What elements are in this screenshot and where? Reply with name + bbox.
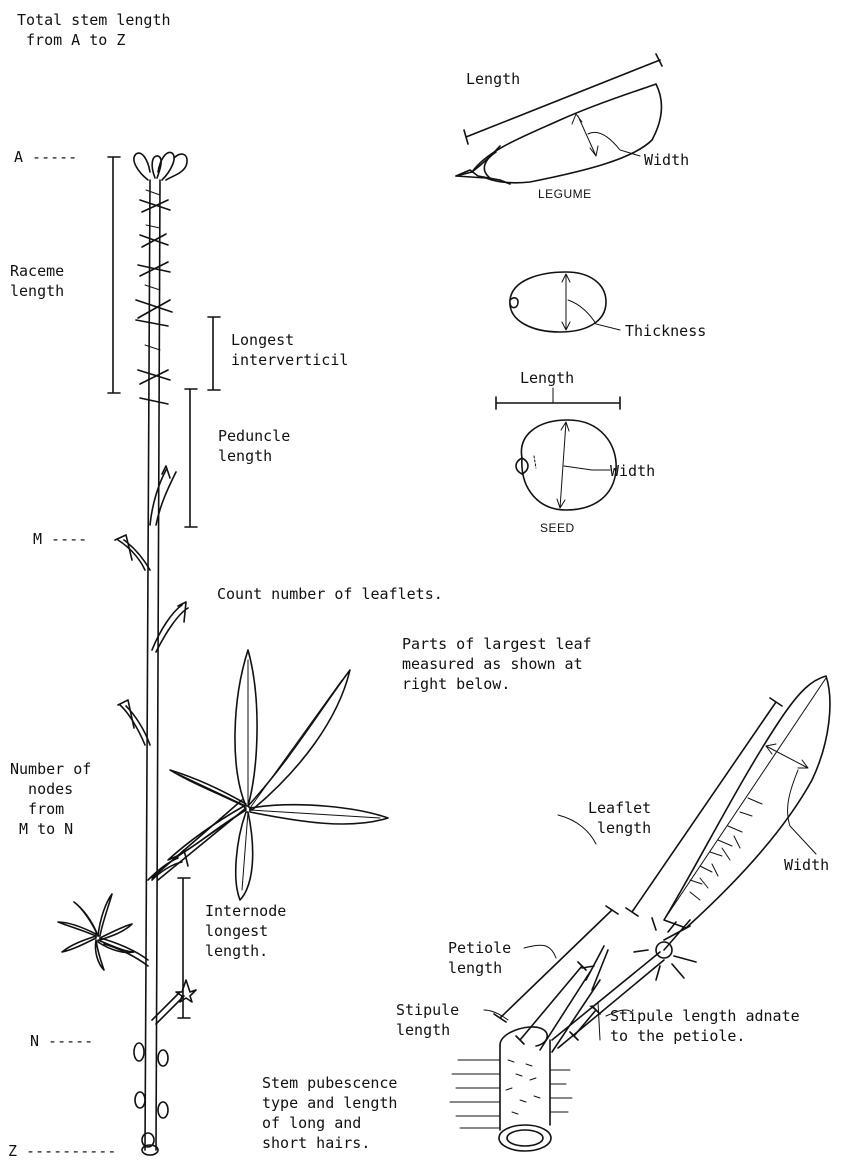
seed-thickness-label: Thickness xyxy=(625,321,706,341)
raceme-length-label: Raceme length xyxy=(10,261,64,301)
legume-length-label: Length xyxy=(466,69,520,89)
point-a-label: A ----- xyxy=(14,147,77,167)
small-stem-leaf xyxy=(58,894,148,970)
total-stem-length-label: Total stem length from A to Z xyxy=(17,10,171,50)
legume-caption: LEGUME xyxy=(538,184,592,204)
peduncle-length-label: Peduncle length xyxy=(218,426,290,466)
seed-width-label: Width xyxy=(610,461,655,481)
interverticil-bar xyxy=(208,317,220,390)
point-n-label: N ----- xyxy=(30,1031,93,1051)
point-z-label: Z ---------- xyxy=(8,1141,116,1161)
internode-longest-label: Internode longest length. xyxy=(205,901,286,961)
count-leaflets-label: Count number of leaflets. xyxy=(217,584,443,604)
main-stem xyxy=(142,180,160,1155)
leader-lines xyxy=(484,815,632,1020)
leaflet-length-label: Leaflet length xyxy=(588,798,651,838)
leaflet-measure-drawing xyxy=(450,676,830,1151)
stem-base-buds xyxy=(134,1043,168,1147)
number-of-nodes-label: Number of nodes from M to N xyxy=(10,759,91,839)
raceme-length-bar xyxy=(108,157,120,393)
seed-caption: SEED xyxy=(540,518,575,538)
peduncle-bar xyxy=(185,389,197,527)
largest-leaf-label: Parts of largest leaf measured as shown … xyxy=(402,634,592,694)
stem-leaf-petioles xyxy=(115,466,188,880)
longest-interverticil-label: Longest interverticil xyxy=(231,330,348,370)
leaflet-width-label: Width xyxy=(784,855,829,875)
point-m-label: M ---- xyxy=(33,529,87,549)
seed-length-label: Length xyxy=(520,368,574,388)
petiole-length-label: Petiole length xyxy=(448,938,511,978)
stipule-length-label: Stipule length xyxy=(396,1000,459,1040)
stipule-adnate-label: Stipule length adnate to the petiole. xyxy=(610,1006,800,1046)
seed-lw-drawing xyxy=(496,388,620,510)
stem-pubescence-label: Stem pubescence type and length of long … xyxy=(262,1073,397,1153)
seed-thickness-drawing xyxy=(510,272,620,332)
legume-width-label: Width xyxy=(644,150,689,170)
